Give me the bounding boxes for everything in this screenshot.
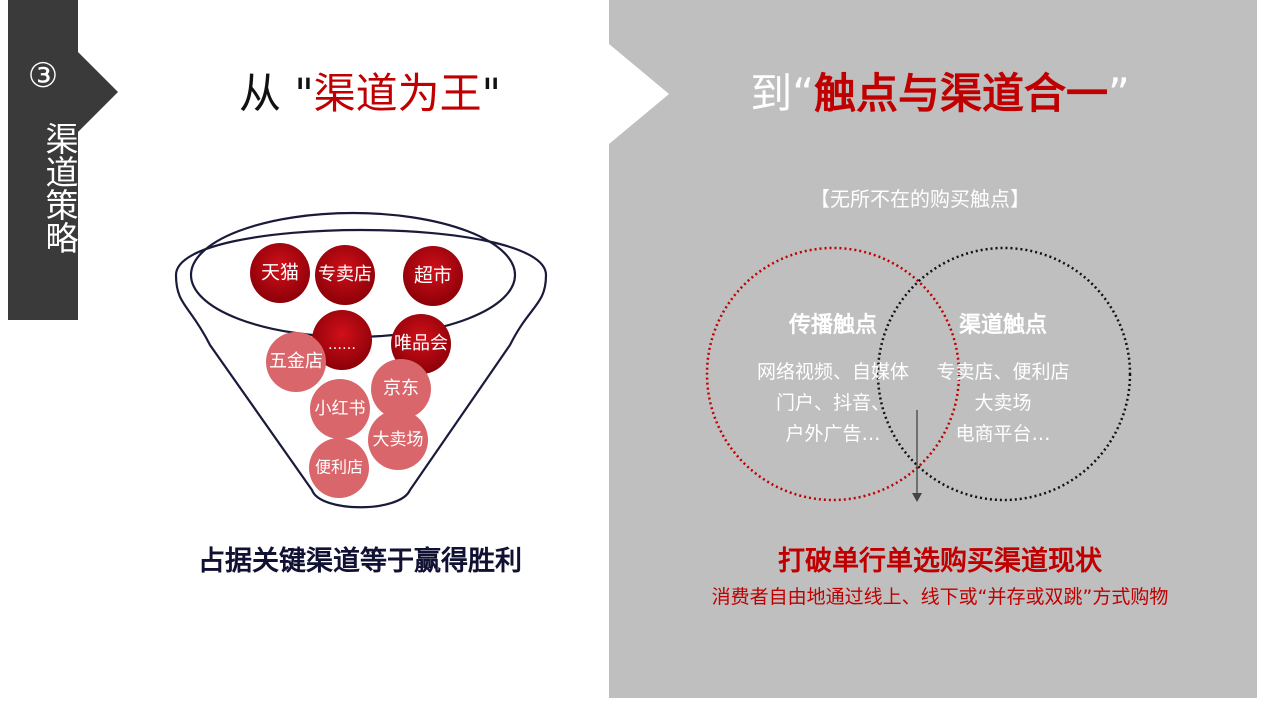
panel-notch-arrow	[609, 44, 669, 144]
left-title-highlight: 渠道为王	[313, 69, 482, 118]
channel-funnel: 天猫 专卖店 超市 …… 唯品会 五金店 京东 小红书 大卖场 便利店	[174, 211, 548, 509]
bubble-label: 专卖店	[318, 264, 372, 285]
venn-left-line: 门户、抖音、	[776, 392, 890, 414]
left-title-suffix: "	[481, 69, 501, 118]
bubble-label: 五金店	[269, 351, 323, 372]
bubble-brand-store: 专卖店	[315, 245, 375, 305]
touchpoints-header: 【无所不在的购买触点】	[810, 187, 1030, 211]
bubble-convenience: 便利店	[309, 438, 369, 498]
section-tab	[8, 0, 78, 320]
venn-right-circle	[876, 246, 1132, 502]
venn-right-line: 电商平台…	[955, 423, 1050, 445]
bubble-label: 唯品会	[394, 333, 448, 354]
section-tab-arrow	[78, 52, 118, 132]
touchpoint-venn: 传播触点 网络视频、自媒体 门户、抖音、 户外广告… 渠道触点 专卖店、便利店 …	[705, 246, 1132, 502]
venn-left-line: 网络视频、自媒体	[757, 361, 909, 383]
bubble-tmall: 天猫	[250, 243, 310, 303]
section-label: 渠道策略	[40, 122, 79, 254]
right-title-suffix: ”	[1108, 69, 1130, 118]
funnel-outline	[174, 228, 548, 509]
section-number: ③	[27, 56, 59, 96]
bubble-vip: 唯品会	[391, 314, 451, 374]
bubble-xiaohongshu: 小红书	[310, 379, 370, 439]
venn-right-line: 专卖店、便利店	[936, 361, 1069, 383]
left-title-prefix: 从 "	[238, 69, 314, 118]
left-caption: 占据关键渠道等于赢得胜利	[198, 546, 522, 577]
right-panel	[609, 0, 1257, 698]
bubble-label: 便利店	[315, 458, 363, 477]
venn-left-circle	[705, 246, 961, 502]
bubble-label: 大卖场	[373, 430, 424, 450]
bubble-label: 小红书	[315, 399, 366, 419]
right-title: 到“触点与渠道合一”	[690, 66, 1190, 122]
right-title-highlight: 触点与渠道合一	[813, 69, 1108, 118]
bubble-label: 京东	[383, 378, 419, 399]
bubble-label: ……	[328, 337, 356, 353]
venn-right-title: 渠道触点	[959, 312, 1047, 338]
bubble-jd: 京东	[371, 359, 431, 419]
left-title: 从 "渠道为王"	[200, 66, 540, 122]
venn-left-line: 户外广告…	[785, 423, 880, 445]
right-title-prefix: 到“	[750, 69, 814, 118]
bubble-label: 超市	[414, 265, 452, 287]
venn-arrow-head	[912, 493, 922, 502]
bubble-hypermarket: 大卖场	[368, 410, 428, 470]
bubble-label: 天猫	[261, 262, 299, 284]
bubble-supermarket: 超市	[403, 246, 463, 306]
right-caption: 打破单行单选购买渠道现状	[778, 546, 1102, 577]
bubble-hardware: 五金店	[266, 332, 326, 392]
venn-left-title: 传播触点	[788, 312, 877, 338]
venn-right-line: 大卖场	[974, 392, 1031, 414]
bubble-more: ……	[312, 310, 372, 370]
right-subcaption: 消费者自由地通过线上、线下或“并存或双跳”方式购物	[711, 586, 1169, 608]
